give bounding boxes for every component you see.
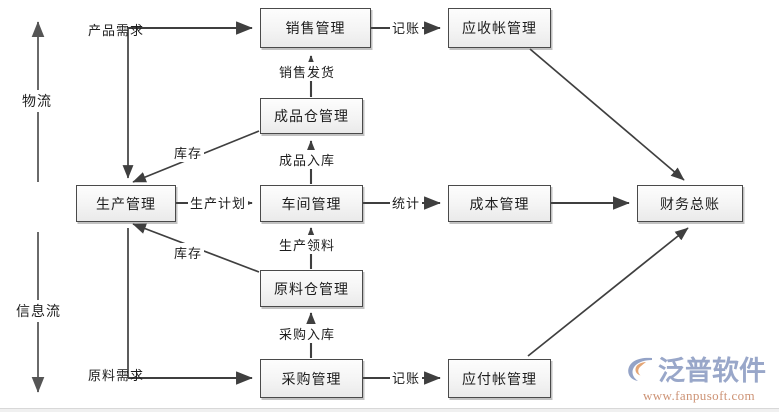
watermark: 泛普软件 www.fanpusoft.com [625,354,773,410]
wire-receivable-to-ledger [529,48,685,181]
watermark-brand: 泛普软件 [658,355,766,387]
edge-label-production-plan: 生产计划 [188,193,249,212]
node-purchase[interactable]: 采购管理 [260,359,363,398]
node-cost[interactable]: 成本管理 [448,185,551,222]
edge-label-statistics: 统计 [390,193,423,212]
edge-label-product-demand: 产品需求 [88,23,145,38]
node-ledger[interactable]: 财务总账 [637,185,743,222]
edge-label-purchase-inbound: 采购入库 [277,324,338,343]
edge-label-raw-demand: 原料需求 [88,368,145,383]
axis-label-information-flow: 信息流 [14,300,63,322]
edge-label-fg-stock: 库存 [172,143,205,162]
node-payable[interactable]: 应付帐管理 [448,359,551,398]
edge-label-sales-delivery: 销售发货 [277,62,338,81]
node-sales[interactable]: 销售管理 [260,8,371,48]
node-production[interactable]: 生产管理 [76,185,176,222]
edge-label-rm-stock: 库存 [172,243,205,262]
node-fg-warehouse[interactable]: 成品仓管理 [260,98,363,134]
page-bottom-strip [0,408,779,412]
edge-label-production-issue: 生产领料 [277,235,338,254]
wire-payable-to-ledger [527,227,689,357]
node-workshop[interactable]: 车间管理 [260,185,363,222]
watermark-url: www.fanpusoft.com [642,388,756,403]
edge-label-fg-inbound: 成品入库 [277,150,338,169]
axis-label-material-flow: 物流 [20,90,54,112]
fanpu-logo-icon [625,354,655,389]
edge-label-payable-receipt: 记账 [390,368,423,387]
node-rm-warehouse[interactable]: 原料仓管理 [260,270,363,307]
edge-label-sales-receipt: 记账 [390,18,423,37]
node-receivable[interactable]: 应收帐管理 [448,8,551,48]
